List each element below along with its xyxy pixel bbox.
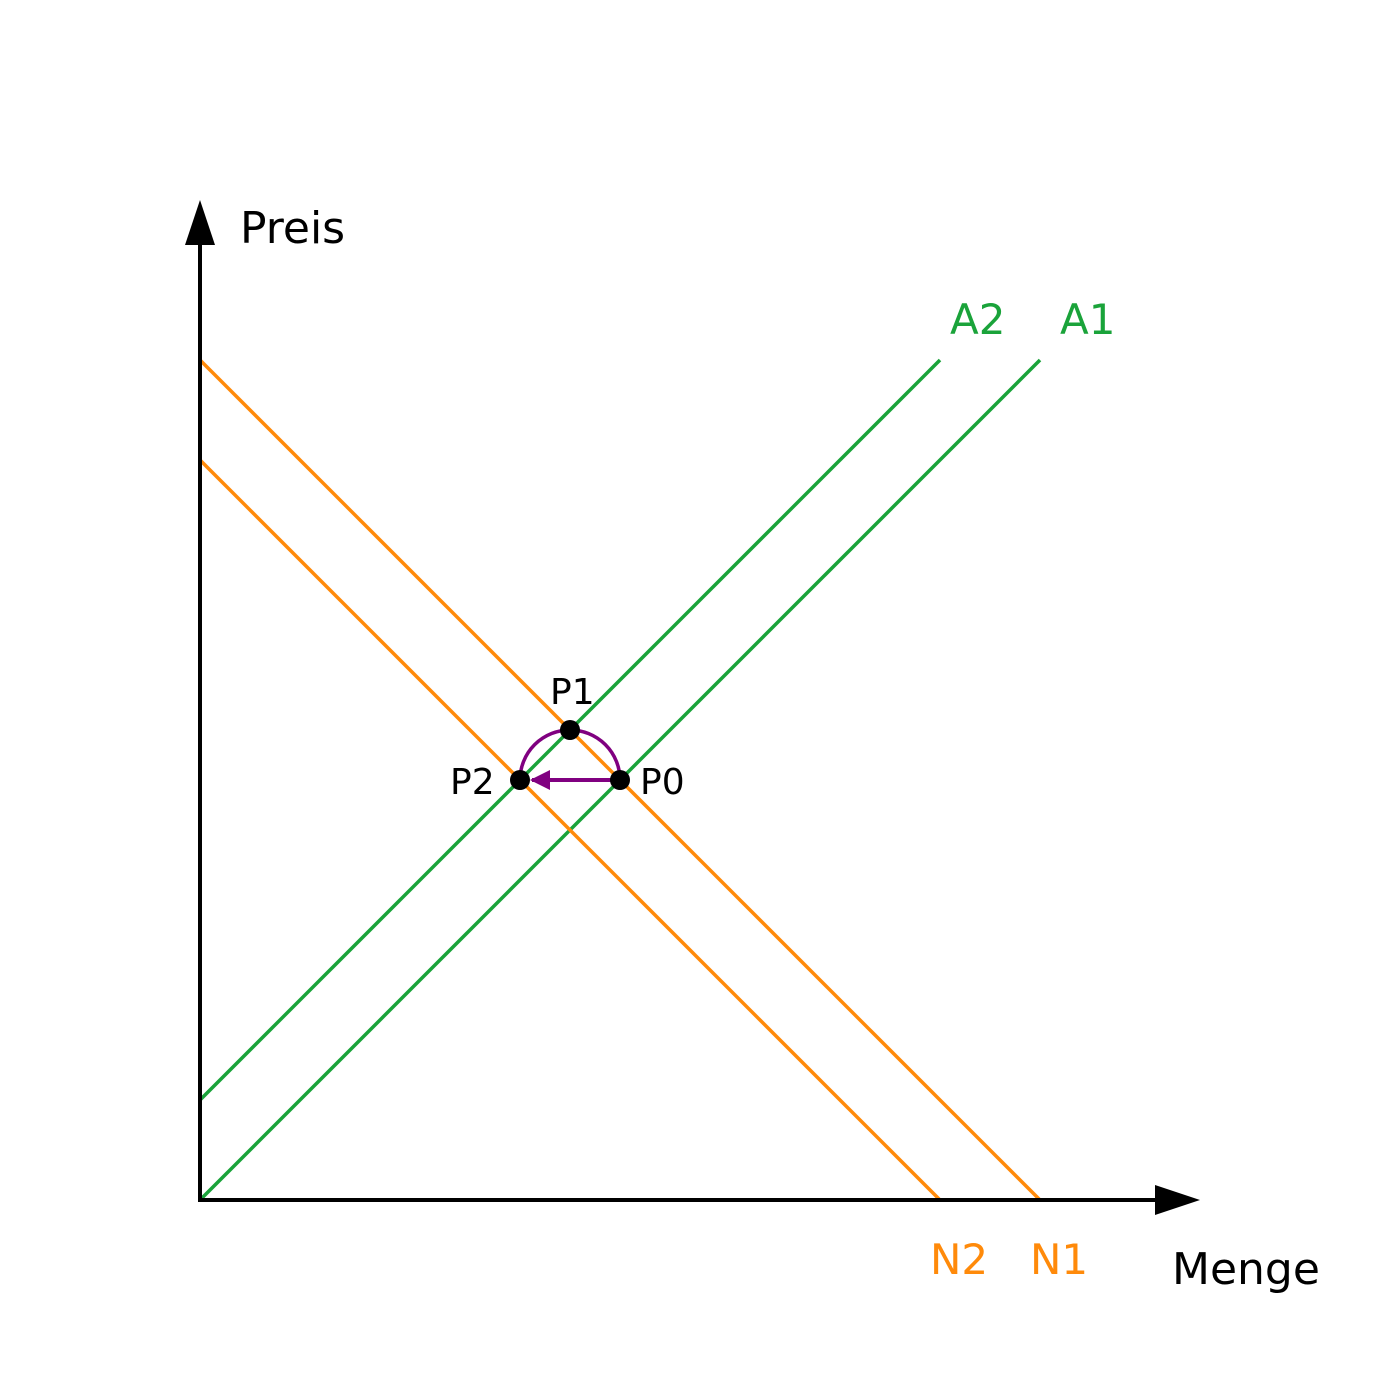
demand-label-n2: N2 — [930, 1235, 988, 1284]
y-axis-arrowhead — [185, 200, 215, 245]
point-label-p2: P2 — [450, 762, 495, 803]
point-p2 — [510, 770, 530, 790]
demand-curve-n2 — [198, 458, 942, 1202]
supply-label-a1: A1 — [1060, 295, 1115, 344]
point-p0 — [610, 770, 630, 790]
point-p1 — [560, 720, 580, 740]
supply-label-a2: A2 — [950, 295, 1005, 344]
x-axis-label: Menge — [1172, 1244, 1320, 1295]
point-label-p1: P1 — [550, 672, 595, 713]
y-axis-label: Preis — [240, 203, 345, 254]
demand-label-n1: N1 — [1030, 1235, 1088, 1284]
x-axis-arrowhead — [1155, 1185, 1200, 1215]
point-label-p0: P0 — [640, 762, 685, 803]
